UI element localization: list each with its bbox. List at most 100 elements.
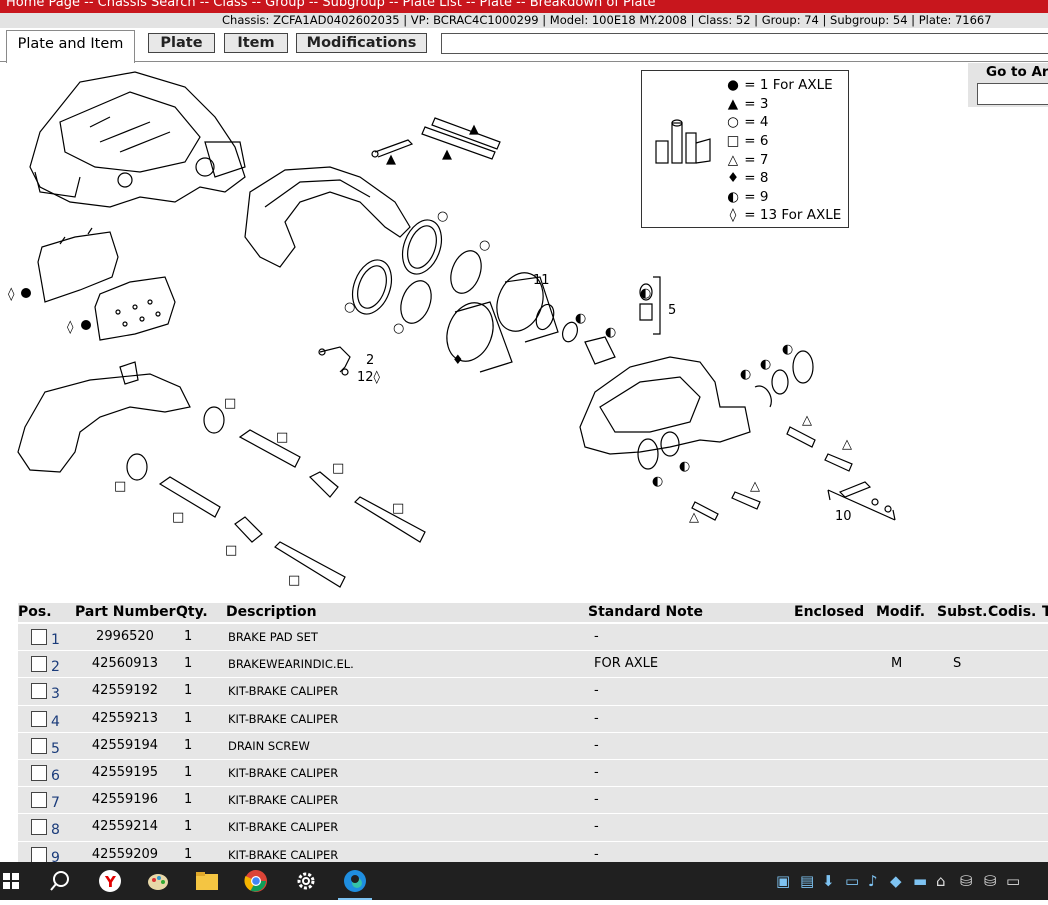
row-part-number[interactable]: 42559209: [91, 846, 159, 862]
header-pos[interactable]: Pos.: [18, 604, 52, 620]
tray-window-icon[interactable]: ▭: [845, 872, 860, 890]
svg-text:□: □: [276, 430, 288, 445]
row-part-number[interactable]: 42559214: [91, 819, 159, 835]
seal-rings: [351, 219, 482, 324]
header-subst[interactable]: Subst.: [937, 604, 988, 620]
legend-symbol: ●: [727, 77, 739, 93]
row-part-number[interactable]: 42559196: [91, 792, 159, 808]
row-modif[interactable]: M: [891, 656, 903, 672]
table-row[interactable]: 3 42559192 1 KIT-BRAKE CALIPER -: [18, 678, 1048, 706]
header-enclosed[interactable]: Enclosed: [794, 604, 865, 620]
header-description[interactable]: Description: [226, 604, 317, 620]
drain-screw: [639, 276, 661, 335]
chrome-icon[interactable]: [241, 862, 271, 900]
header-t[interactable]: T: [1042, 604, 1048, 620]
row-description: BRAKEWEARINDIC.EL.: [228, 657, 354, 672]
table-row[interactable]: 4 42559213 1 KIT-BRAKE CALIPER -: [18, 705, 1048, 733]
svg-text:Y: Y: [104, 873, 117, 891]
row-checkbox[interactable]: [31, 764, 47, 781]
row-subst[interactable]: S: [953, 656, 962, 672]
legend-text: = 1 For AXLE: [744, 77, 833, 93]
row-checkbox[interactable]: [31, 819, 47, 836]
search-icon[interactable]: [44, 862, 76, 900]
plate-button[interactable]: Plate: [148, 33, 215, 53]
row-checkbox[interactable]: [31, 710, 47, 727]
header-codis[interactable]: Codis.: [988, 604, 1037, 620]
tray-document-icon[interactable]: ▤: [800, 872, 815, 890]
tray-display-icon[interactable]: ▬: [913, 872, 928, 890]
row-standard-note: -: [594, 764, 599, 780]
svg-text:◐: ◐: [760, 357, 771, 372]
table-row[interactable]: 1 2996520 1 BRAKE PAD SET -: [18, 624, 1048, 652]
table-row[interactable]: 2 42560913 1 BRAKEWEARINDIC.EL. FOR AXLE…: [18, 651, 1048, 679]
tray-download-icon[interactable]: ⬇: [822, 872, 835, 890]
header-standard-note[interactable]: Standard Note: [588, 604, 703, 620]
row-pos[interactable]: 3: [51, 686, 60, 703]
row-pos[interactable]: 6: [51, 767, 60, 784]
tray-music-icon[interactable]: ♪: [868, 872, 878, 890]
row-description: DRAIN SCREW: [228, 738, 310, 753]
legend-symbol: □: [726, 133, 740, 149]
svg-text:◊: ◊: [67, 320, 74, 335]
row-checkbox[interactable]: [31, 737, 47, 754]
row-part-number[interactable]: 42560913: [91, 656, 159, 672]
tray-usb-icon[interactable]: ▭: [1006, 872, 1021, 890]
table-row[interactable]: 5 42559194 1 DRAIN SCREW -: [18, 732, 1048, 760]
row-part-number[interactable]: 42559194: [91, 737, 159, 753]
row-pos[interactable]: 7: [51, 795, 60, 812]
breadcrumb-bar: Home Page -- Chassis Search -- Class -- …: [0, 0, 1048, 13]
header-modif[interactable]: Modif.: [876, 604, 926, 620]
table-row[interactable]: 8 42559214 1 KIT-BRAKE CALIPER -: [18, 814, 1048, 842]
row-part-number[interactable]: 42559195: [91, 764, 159, 780]
yandex-browser-icon[interactable]: Y: [95, 862, 125, 900]
tray-drive-icon[interactable]: ⛁: [984, 872, 997, 890]
row-pos[interactable]: 5: [51, 740, 60, 757]
row-part-number[interactable]: 42559192: [91, 683, 159, 699]
header-qty[interactable]: Qty.: [176, 604, 208, 620]
svg-text:□: □: [225, 543, 237, 558]
row-pos[interactable]: 1: [51, 632, 60, 648]
svg-text:◐: ◐: [575, 311, 586, 326]
tab-plate-and-item[interactable]: Plate and Item: [6, 30, 135, 63]
table-row[interactable]: 6 42559195 1 KIT-BRAKE CALIPER -: [18, 759, 1048, 788]
row-checkbox[interactable]: [31, 656, 47, 673]
paint-icon[interactable]: [143, 862, 173, 900]
row-part-number[interactable]: 2996520: [96, 629, 154, 644]
row-pos[interactable]: 8: [51, 822, 60, 839]
row-qty: 1: [184, 819, 193, 835]
tray-cube-icon[interactable]: ◆: [890, 872, 902, 890]
modifications-button[interactable]: Modifications: [296, 33, 427, 53]
item-button[interactable]: Item: [224, 33, 288, 53]
row-checkbox[interactable]: [31, 846, 47, 863]
svg-text:△: △: [802, 413, 812, 428]
svg-text:▲: ▲: [442, 147, 452, 162]
row-pos[interactable]: 4: [51, 713, 60, 730]
windows-start-icon[interactable]: [0, 862, 22, 900]
row-pos[interactable]: 2: [51, 659, 60, 676]
tab-divider: [0, 61, 6, 62]
row-part-number[interactable]: 42559213: [91, 710, 159, 726]
row-standard-note: -: [594, 737, 599, 753]
header-part-number[interactable]: Part Number: [75, 604, 176, 620]
row-checkbox[interactable]: [31, 792, 47, 809]
tray-network-icon[interactable]: ⌂: [936, 872, 946, 890]
legend-symbol: △: [727, 152, 739, 168]
settings-gear-icon[interactable]: [291, 862, 321, 900]
svg-text:○: ○: [437, 209, 448, 224]
row-checkbox[interactable]: [31, 683, 47, 700]
row-qty: 1: [184, 792, 193, 808]
file-explorer-icon[interactable]: [192, 862, 222, 900]
row-pos[interactable]: 9: [51, 849, 60, 866]
plate-field[interactable]: [441, 33, 1048, 54]
legend-text: = 3: [744, 96, 769, 112]
goto-input[interactable]: [977, 83, 1048, 105]
breadcrumb[interactable]: Home Page -- Chassis Search -- Class -- …: [6, 0, 656, 10]
tray-app-icon[interactable]: ▣: [776, 872, 791, 890]
table-row[interactable]: 7 42559196 1 KIT-BRAKE CALIPER -: [18, 787, 1048, 815]
row-checkbox[interactable]: [31, 629, 47, 645]
edge-icon[interactable]: [338, 862, 372, 900]
legend-text: = 13 For AXLE: [744, 207, 842, 223]
row-qty: 1: [184, 656, 193, 672]
svg-text:▲: ▲: [386, 152, 396, 167]
tray-drive-icon[interactable]: ⛁: [960, 872, 973, 890]
